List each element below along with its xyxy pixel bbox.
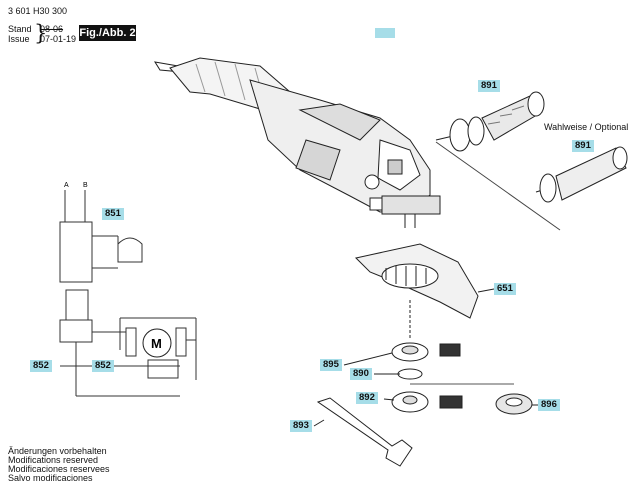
terminal-a-label: A [64,182,69,189]
wheel-guard-icon [354,243,479,340]
mounting-flange-icon [391,342,461,380]
footer-line-de: Änderungen vorbehalten [8,446,107,456]
callout-651[interactable]: 651 [494,283,516,295]
motor-label: M [151,336,162,351]
issue-date: 07-01-19 [40,34,77,44]
spanner-icon [316,397,413,467]
callout-891-optional[interactable]: 891 [572,140,594,152]
footer-line-en: Modifications reserved [8,455,99,465]
terminal-b-label: B [83,182,88,189]
side-handle-icon [435,91,545,152]
angle-grinder-icon [153,57,441,228]
callout-891-handle[interactable]: 891 [478,80,500,92]
callout-893[interactable]: 893 [290,420,312,432]
figure-label: Fig./Abb. 2 [79,25,136,41]
clamping-nut-icon [391,391,533,415]
stand-label: Stand [8,24,32,34]
callout-852-right[interactable]: 852 [92,360,114,372]
color-marker [375,28,395,38]
wiring-diagram-icon [59,190,197,397]
optional-handle-icon [535,146,628,203]
stand-date: 08-06 [40,24,64,34]
footer-line-es: Salvo modificaciones [8,473,93,483]
document-number: 3 601 H30 300 [8,6,68,16]
callout-890[interactable]: 890 [350,368,372,380]
optional-note: Wahlweise / Optional [544,122,629,132]
callout-892[interactable]: 892 [356,392,378,404]
callout-895[interactable]: 895 [320,359,342,371]
motor-icon [142,328,172,358]
callout-852-left[interactable]: 852 [30,360,52,372]
footer-line-fr: Modificaciones reservees [8,464,110,474]
brace-icon: } [34,21,48,45]
issue-label: Issue [8,34,30,44]
callout-851[interactable]: 851 [102,208,124,220]
callout-896[interactable]: 896 [538,399,560,411]
